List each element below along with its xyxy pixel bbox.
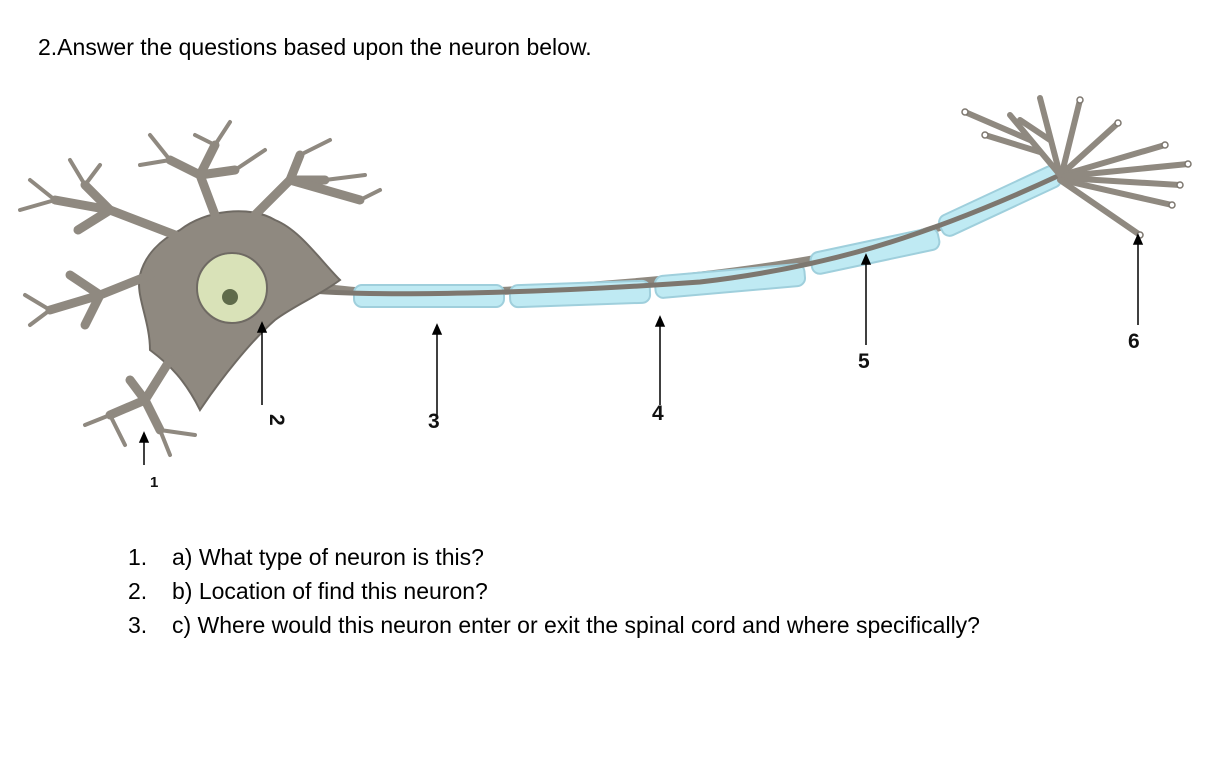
question-text: c) Where would this neuron enter or exit… [172,612,980,638]
nucleus [196,252,268,324]
question-item: 3. c) Where would this neuron enter or e… [128,608,980,642]
question-list: 1. a) What type of neuron is this? 2. b)… [128,540,980,642]
question-item: 1. a) What type of neuron is this? [128,540,980,574]
question-text: b) Location of find this neuron? [172,578,488,604]
question-number: 2. [128,578,148,604]
axon-terminals [962,95,1191,238]
question-number: 3. [128,612,148,638]
neuron-diagram: 1 2 3 4 5 6 [18,95,1192,491]
pointer-lines [138,233,1144,465]
question-text: a) What type of neuron is this? [172,544,484,570]
label-4: 4 [652,402,664,425]
question-item: 2. b) Location of find this neuron? [128,574,980,608]
nucleolus [222,289,238,305]
label-6: 6 [1128,330,1140,353]
label-2: 2 [265,414,288,426]
label-3: 3 [428,410,440,433]
label-1: 1 [150,474,158,491]
question-number: 1. [128,544,148,570]
worksheet-heading: 2.Answer the questions based upon the ne… [38,34,592,60]
myelin-sheath [353,165,1062,309]
label-5: 5 [858,350,870,373]
cell-body [18,120,382,457]
